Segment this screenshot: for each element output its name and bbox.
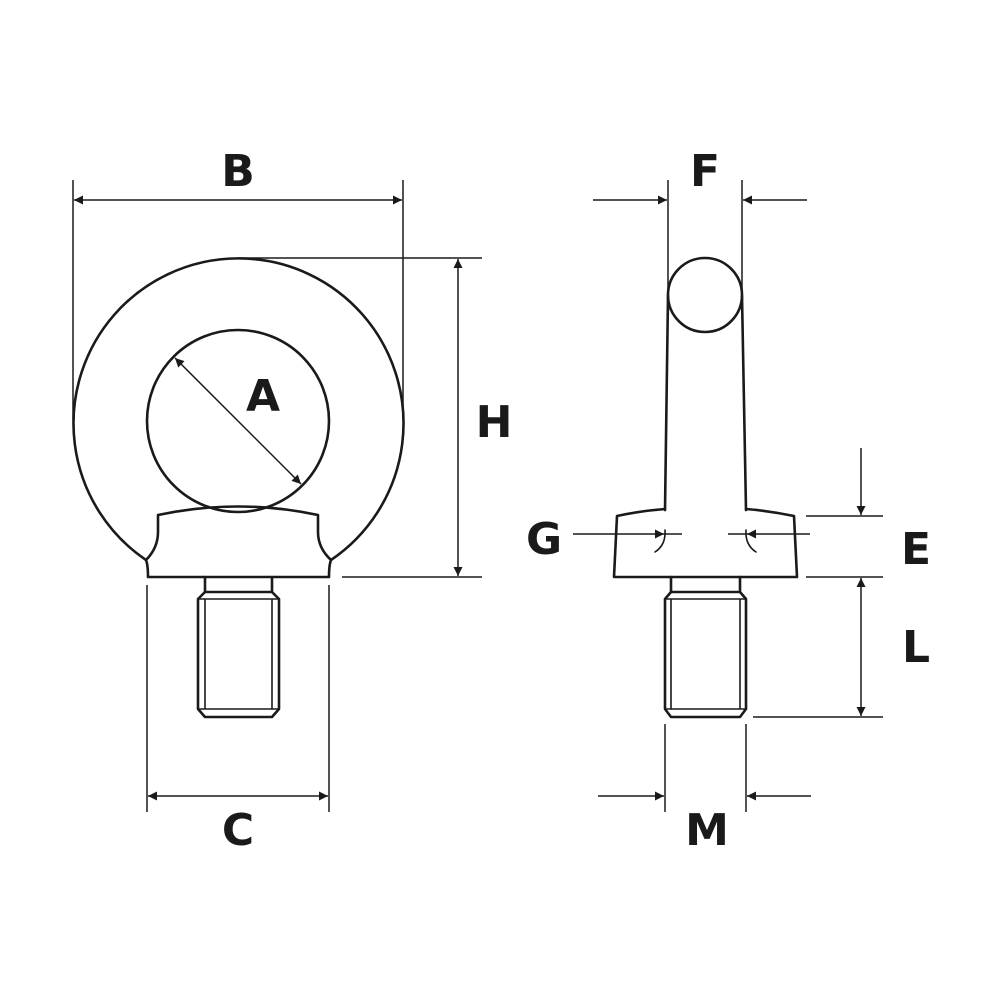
dimension-e: E xyxy=(806,448,931,578)
side-base xyxy=(612,507,799,579)
label-e: E xyxy=(901,524,931,575)
label-m: M xyxy=(685,805,729,856)
label-l: L xyxy=(902,622,930,673)
front-view xyxy=(72,257,405,719)
label-g: G xyxy=(526,514,562,565)
front-thread xyxy=(196,590,281,719)
dimension-a: A xyxy=(174,357,302,485)
front-ring-inner xyxy=(145,328,331,514)
side-thread xyxy=(663,590,748,719)
side-ring-section xyxy=(666,256,744,334)
side-fillets xyxy=(654,529,757,553)
label-a: A xyxy=(246,371,280,422)
label-f: F xyxy=(690,146,720,197)
dimension-b: B xyxy=(72,146,404,420)
dimension-f: F xyxy=(593,146,807,296)
dimension-l: L xyxy=(753,578,930,718)
label-h: H xyxy=(476,397,513,448)
dimension-g: G xyxy=(526,514,810,565)
side-stem xyxy=(663,294,748,512)
label-c: C xyxy=(222,805,254,856)
front-collar xyxy=(144,505,333,562)
front-ring-outer xyxy=(72,257,405,579)
label-b: B xyxy=(221,146,255,197)
side-view xyxy=(612,256,799,719)
dimension-h: H xyxy=(238,257,513,578)
front-thread-lines xyxy=(197,598,280,710)
side-neck xyxy=(669,575,742,594)
side-thread-lines xyxy=(664,598,747,710)
dimension-m: M xyxy=(598,724,811,856)
front-neck xyxy=(203,575,274,594)
dimension-c: C xyxy=(146,585,330,856)
